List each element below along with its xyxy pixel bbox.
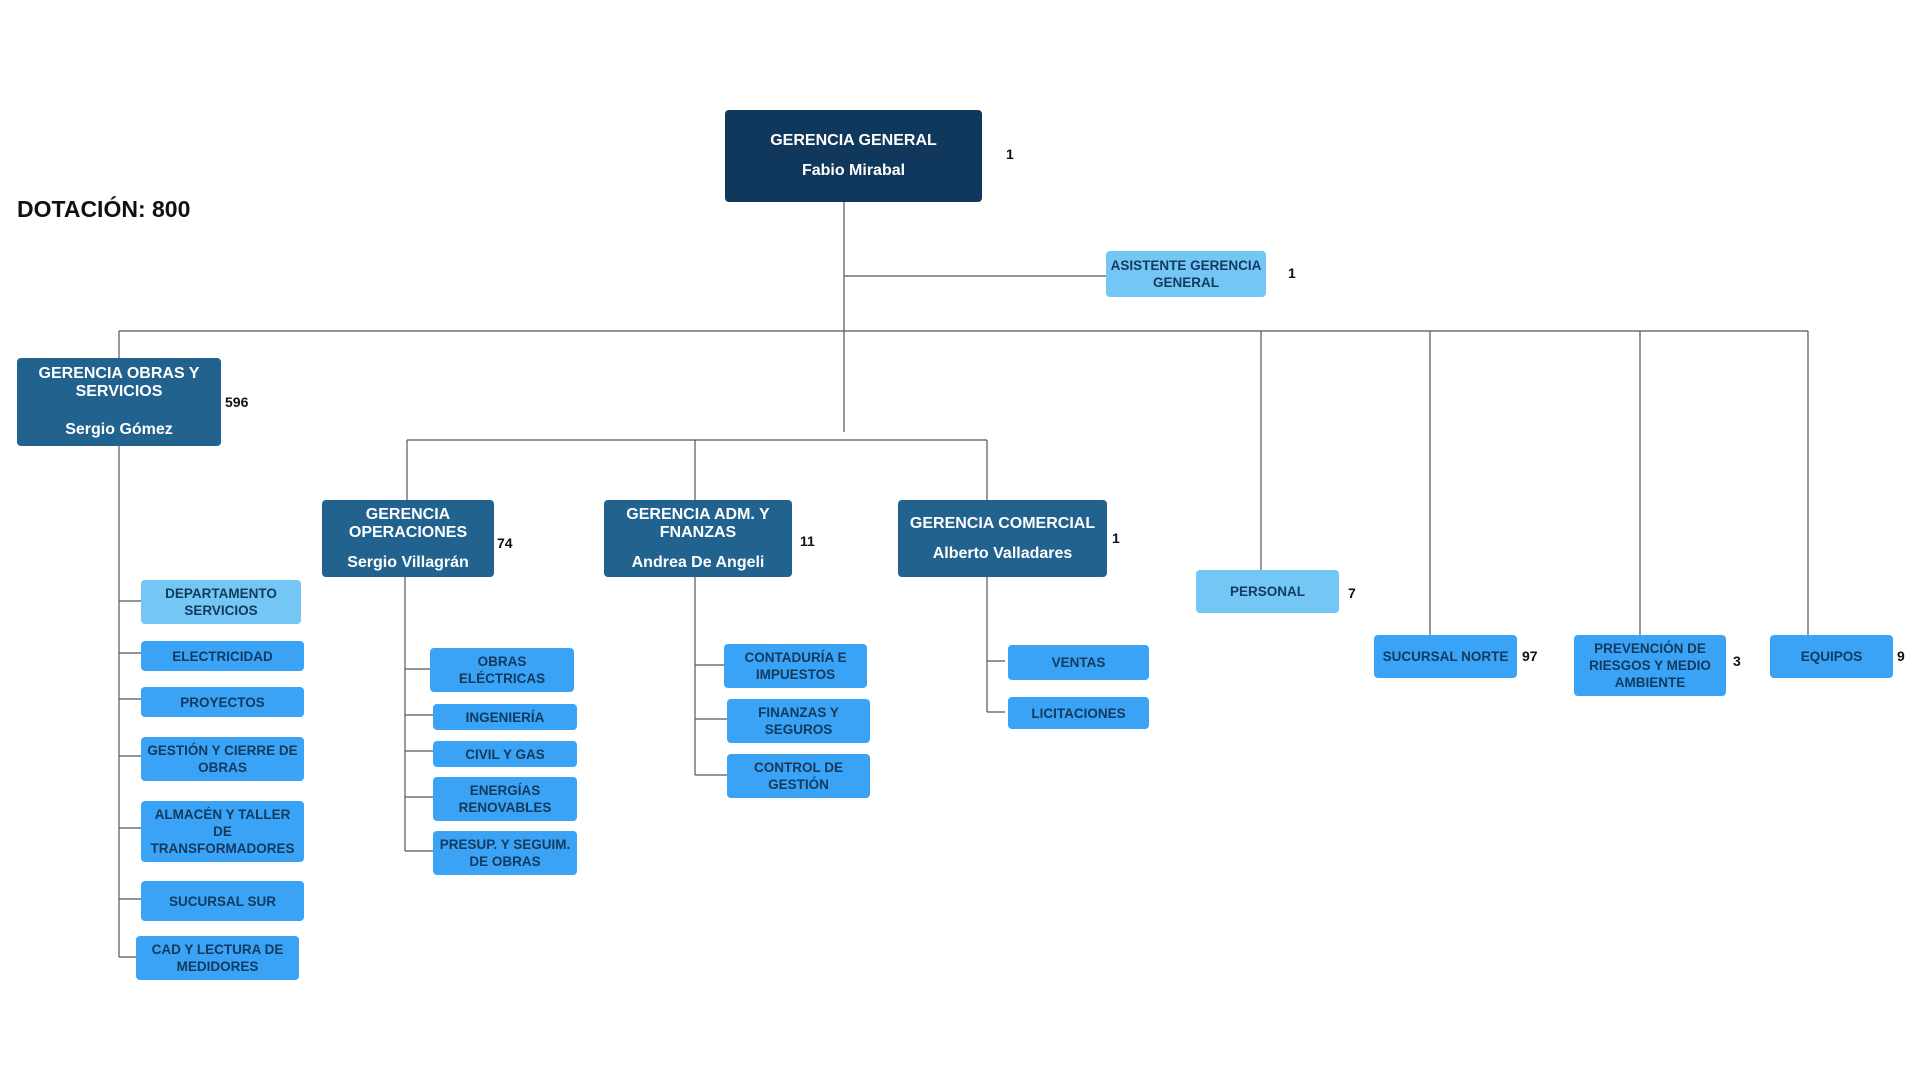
unit-gestion-cierre-obras[interactable]: GESTIÓN Y CIERRE DE OBRAS xyxy=(141,737,304,781)
unit-departamento-servicios[interactable]: DEPARTAMENTO SERVICIOS xyxy=(141,580,301,624)
unit-licitaciones[interactable]: LICITACIONES xyxy=(1008,697,1149,729)
headcount-obras-servicios: 596 xyxy=(225,394,249,410)
unit-label: DEPARTAMENTO SERVICIOS xyxy=(165,586,277,618)
unit-cad-lectura-medidores[interactable]: CAD Y LECTURA DE MEDIDORES xyxy=(136,936,299,980)
headcount-adm-finanzas: 11 xyxy=(800,533,815,549)
unit-obras-electricas[interactable]: OBRAS ELÉCTRICAS xyxy=(430,648,574,692)
node-title: GERENCIA GENERAL xyxy=(770,132,937,149)
unit-proyectos[interactable]: PROYECTOS xyxy=(141,687,304,717)
node-title: GERENCIA ADM. Y FNANZAS xyxy=(626,505,770,541)
unit-label: ALMACÉN Y TALLER DE TRANSFORMADORES xyxy=(150,807,295,856)
headcount-gerencia-general: 1 xyxy=(1006,146,1014,162)
unit-almacen-taller[interactable]: ALMACÉN Y TALLER DE TRANSFORMADORES xyxy=(141,801,304,862)
unit-label: CAD Y LECTURA DE MEDIDORES xyxy=(151,942,284,974)
unit-control-gestion[interactable]: CONTROL DE GESTIÓN xyxy=(727,754,870,798)
node-prevencion-riesgos[interactable]: PREVENCIÓN DE RIESGOS Y MEDIO AMBIENTE xyxy=(1574,635,1726,696)
headcount-sucursal-norte: 97 xyxy=(1522,648,1538,664)
node-title: ASISTENTE GERENCIA GENERAL xyxy=(1110,258,1262,290)
headcount-comercial: 1 xyxy=(1112,530,1120,546)
unit-label: PROYECTOS xyxy=(180,694,265,710)
unit-label: ELECTRICIDAD xyxy=(172,648,273,664)
headcount-operaciones: 74 xyxy=(497,535,513,551)
node-title: PREVENCIÓN DE RIESGOS Y MEDIO AMBIENTE xyxy=(1589,641,1711,690)
node-asistente-gerencia-general[interactable]: ASISTENTE GERENCIA GENERAL xyxy=(1106,251,1266,297)
unit-label: CONTADURÍA E IMPUESTOS xyxy=(744,650,847,682)
unit-ingenieria[interactable]: INGENIERÍA xyxy=(433,704,577,730)
unit-label: OBRAS ELÉCTRICAS xyxy=(458,654,546,686)
headcount-equipos: 9 xyxy=(1897,648,1905,664)
node-person: Andrea De Angeli xyxy=(631,553,765,571)
unit-label: VENTAS xyxy=(1051,655,1106,670)
unit-label: SUCURSAL SUR xyxy=(168,893,276,909)
unit-civil-gas[interactable]: CIVIL Y GAS xyxy=(433,741,577,767)
node-person: Fabio Mirabal xyxy=(801,162,906,179)
unit-label: ENERGÍAS RENOVABLES xyxy=(458,783,552,815)
unit-label: LICITACIONES xyxy=(1031,705,1126,721)
headcount-asistente: 1 xyxy=(1288,265,1296,281)
node-title: GERENCIA OPERACIONES xyxy=(348,505,468,541)
node-gerencia-adm-finanzas[interactable]: GERENCIA ADM. Y FNANZAS Andrea De Angeli xyxy=(604,500,792,577)
unit-label: CONTROL DE GESTIÓN xyxy=(753,760,843,792)
unit-electricidad[interactable]: ELECTRICIDAD xyxy=(141,641,304,671)
node-personal[interactable]: PERSONAL xyxy=(1196,570,1339,613)
unit-label: GESTIÓN Y CIERRE DE OBRAS xyxy=(147,743,298,775)
unit-label: CIVIL Y GAS xyxy=(465,746,545,762)
node-gerencia-general[interactable]: GERENCIA GENERAL Fabio Mirabal xyxy=(725,110,982,202)
headcount-prevencion: 3 xyxy=(1733,653,1741,669)
unit-contaduria-impuestos[interactable]: CONTADURÍA E IMPUESTOS xyxy=(724,644,867,688)
unit-sucursal-sur[interactable]: SUCURSAL SUR xyxy=(141,881,304,921)
headcount-total: DOTACIÓN: 800 xyxy=(17,196,191,222)
unit-ventas[interactable]: VENTAS xyxy=(1008,645,1149,680)
node-gerencia-comercial[interactable]: GERENCIA COMERCIAL Alberto Valladares xyxy=(898,500,1107,577)
node-person: Sergio Villagrán xyxy=(347,553,469,571)
node-person: Sergio Gómez xyxy=(65,421,173,438)
unit-finanzas-seguros[interactable]: FINANZAS Y SEGUROS xyxy=(727,699,870,743)
node-person: Alberto Valladares xyxy=(932,544,1073,562)
unit-presupuesto-seguimiento[interactable]: PRESUP. Y SEGUIM. DE OBRAS xyxy=(433,831,577,875)
node-title: SUCURSAL NORTE xyxy=(1382,649,1509,664)
node-equipos[interactable]: EQUIPOS xyxy=(1770,635,1893,678)
unit-label: PRESUP. Y SEGUIM. DE OBRAS xyxy=(439,837,571,869)
node-title: EQUIPOS xyxy=(1800,649,1863,664)
node-sucursal-norte[interactable]: SUCURSAL NORTE xyxy=(1374,635,1517,678)
headcount-personal: 7 xyxy=(1348,585,1356,601)
node-title: PERSONAL xyxy=(1229,584,1305,599)
node-gerencia-operaciones[interactable]: GERENCIA OPERACIONES Sergio Villagrán xyxy=(322,500,494,577)
unit-label: INGENIERÍA xyxy=(465,709,545,725)
node-title: GERENCIA COMERCIAL xyxy=(909,514,1096,532)
node-gerencia-obras-servicios[interactable]: GERENCIA OBRAS Y SERVICIOS Sergio Gómez xyxy=(17,358,221,446)
unit-label: FINANZAS Y SEGUROS xyxy=(758,705,839,737)
node-title: GERENCIA OBRAS Y SERVICIOS xyxy=(38,365,200,400)
unit-energias-renovables[interactable]: ENERGÍAS RENOVABLES xyxy=(433,777,577,821)
